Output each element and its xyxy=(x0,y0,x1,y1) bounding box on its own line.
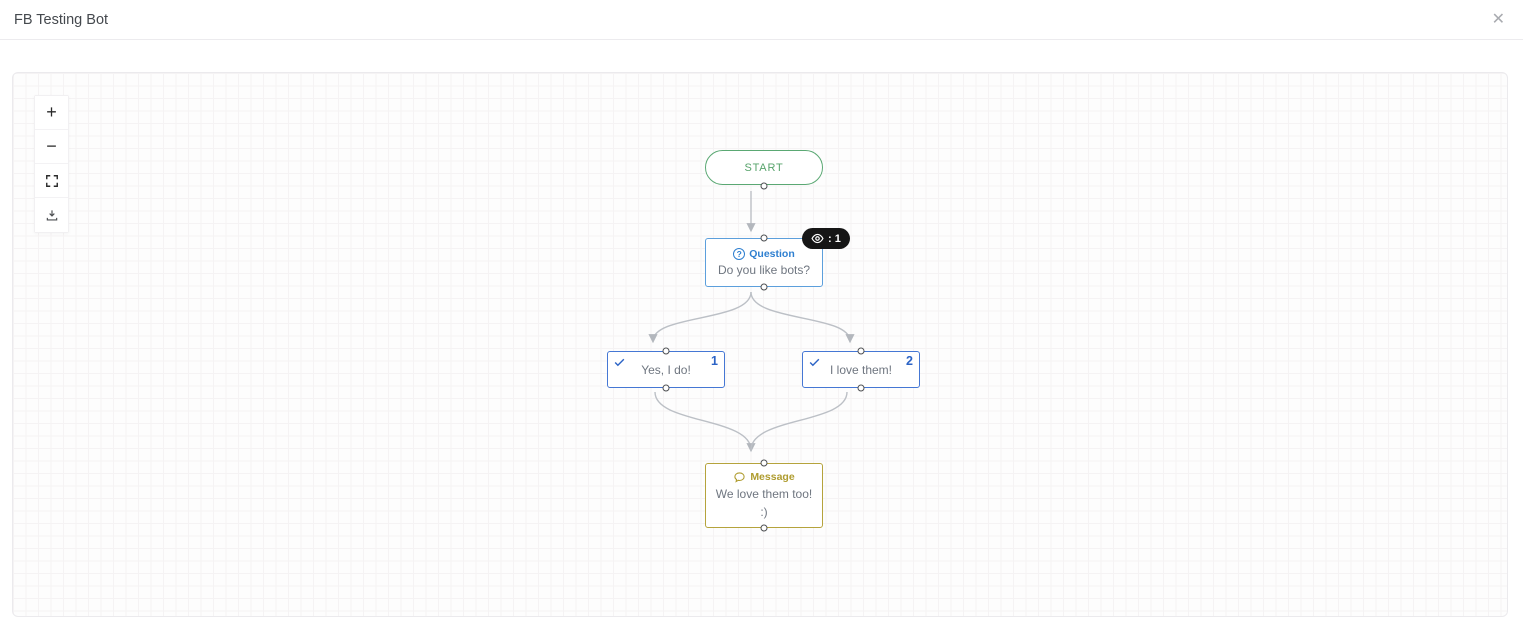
message-text-line2: :) xyxy=(760,505,768,519)
canvas-toolbar: + − xyxy=(34,95,69,233)
views-badge: : 1 xyxy=(802,228,850,249)
handle-answer1-top[interactable] xyxy=(662,347,670,355)
speech-bubble-icon xyxy=(734,472,745,483)
handle-start-bottom[interactable] xyxy=(760,182,768,190)
handle-message-bottom[interactable] xyxy=(760,524,768,532)
edge-question-to-answer1 xyxy=(648,291,752,344)
edge-answer1-to-message xyxy=(654,391,756,453)
node-question[interactable]: ? Question Do you like bots? xyxy=(705,238,823,287)
question-type-label: Question xyxy=(749,248,795,260)
zoom-out-button[interactable]: − xyxy=(35,130,68,164)
node-message[interactable]: Message We love them too! :) xyxy=(705,463,823,528)
start-label: START xyxy=(744,161,784,174)
close-icon[interactable]: ✕ xyxy=(1488,10,1509,30)
window-header: FB Testing Bot ✕ xyxy=(0,0,1523,40)
answer-text: I love them! xyxy=(829,362,893,377)
flow-canvas[interactable]: + − START xyxy=(12,72,1508,617)
edge-answer2-to-message xyxy=(750,391,848,451)
node-answer-1[interactable]: 1 Yes, I do! xyxy=(607,351,725,388)
handle-message-top[interactable] xyxy=(760,459,768,467)
plus-icon: + xyxy=(46,102,57,122)
answer-number: 1 xyxy=(711,354,718,368)
answer-text: Yes, I do! xyxy=(641,362,691,377)
views-count: : 1 xyxy=(828,232,841,245)
zoom-in-button[interactable]: + xyxy=(35,96,68,130)
node-answer-2[interactable]: 2 I love them! xyxy=(802,351,920,388)
handle-answer1-bottom[interactable] xyxy=(662,384,670,392)
minus-icon: − xyxy=(46,136,57,156)
handle-question-top[interactable] xyxy=(760,234,768,242)
node-start[interactable]: START xyxy=(705,150,823,185)
fit-view-icon xyxy=(45,174,58,187)
handle-question-bottom[interactable] xyxy=(760,283,768,291)
message-text-line1: We love them too! xyxy=(715,486,813,501)
check-icon xyxy=(614,358,625,367)
answer-number: 2 xyxy=(906,354,913,368)
fit-view-button[interactable] xyxy=(35,164,68,198)
question-circle-icon: ? xyxy=(733,248,746,260)
download-icon xyxy=(46,210,57,221)
eye-icon xyxy=(811,233,824,244)
download-button[interactable] xyxy=(35,198,68,232)
message-type-label: Message xyxy=(750,471,795,484)
window-title: FB Testing Bot xyxy=(14,11,109,28)
handle-answer2-top[interactable] xyxy=(857,347,865,355)
check-icon xyxy=(809,358,820,367)
flow-edges xyxy=(648,191,855,453)
question-text: Do you like bots? xyxy=(717,263,811,277)
edge-question-to-answer2 xyxy=(750,291,855,344)
handle-answer2-bottom[interactable] xyxy=(857,384,865,392)
